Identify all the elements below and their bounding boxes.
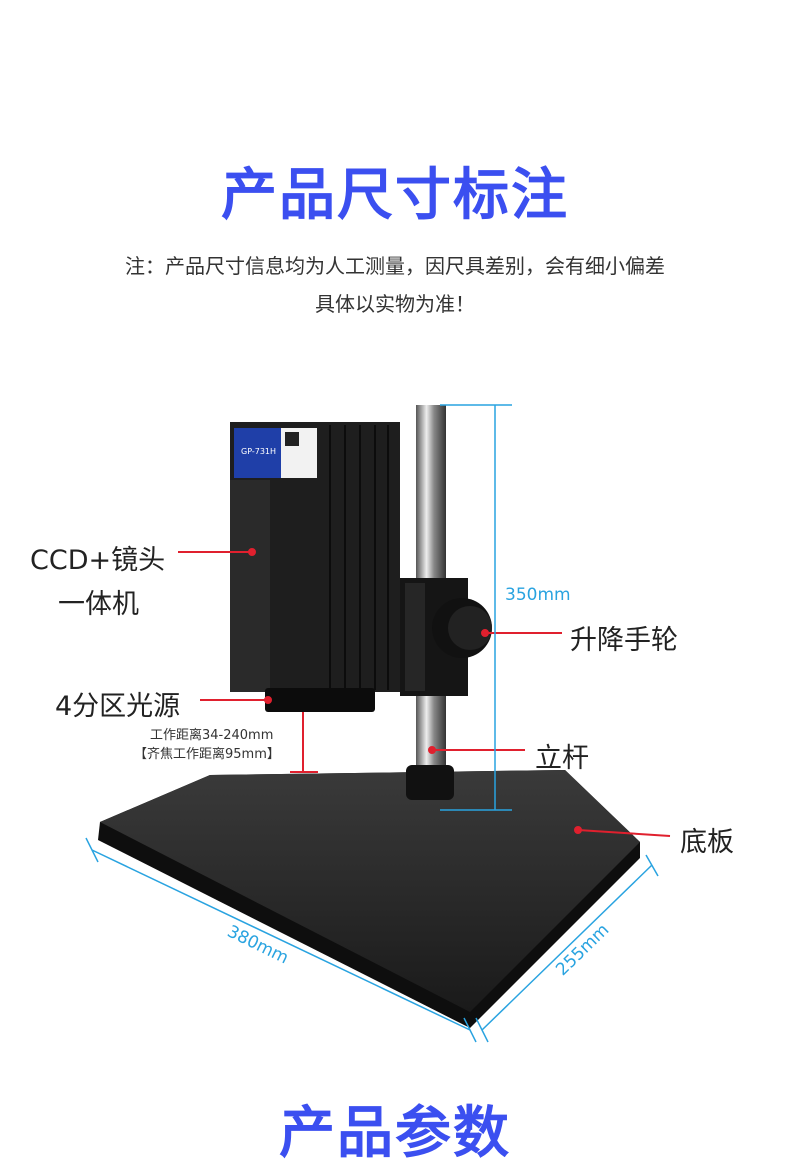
label-camera-line1: CCD+镜头: [30, 545, 166, 576]
camera-body: [230, 422, 400, 712]
working-distance: 工作距离34-240mm: [150, 728, 274, 743]
label-camera-line2: 一体机: [58, 589, 139, 620]
label-base: 底板: [680, 827, 734, 858]
model-label: GP-731H: [241, 447, 277, 456]
base-plate: [98, 770, 640, 1028]
label-pole: 立杆: [535, 743, 589, 774]
label-knob: 升降手轮: [570, 625, 678, 656]
label-light: 4分区光源: [55, 691, 181, 722]
focus-distance: 【齐焦工作距离95mm】: [134, 747, 280, 762]
disclaimer-line-1: 注：产品尺寸信息均为人工测量，因尺具差别，会有细小偏差: [125, 254, 665, 278]
section-title-params: 产品参数: [279, 1101, 511, 1166]
page-title: 产品尺寸标注: [221, 163, 569, 228]
dimension-height: 350mm: [505, 585, 571, 605]
disclaimer-line-2: 具体以实物为准！: [315, 292, 475, 316]
